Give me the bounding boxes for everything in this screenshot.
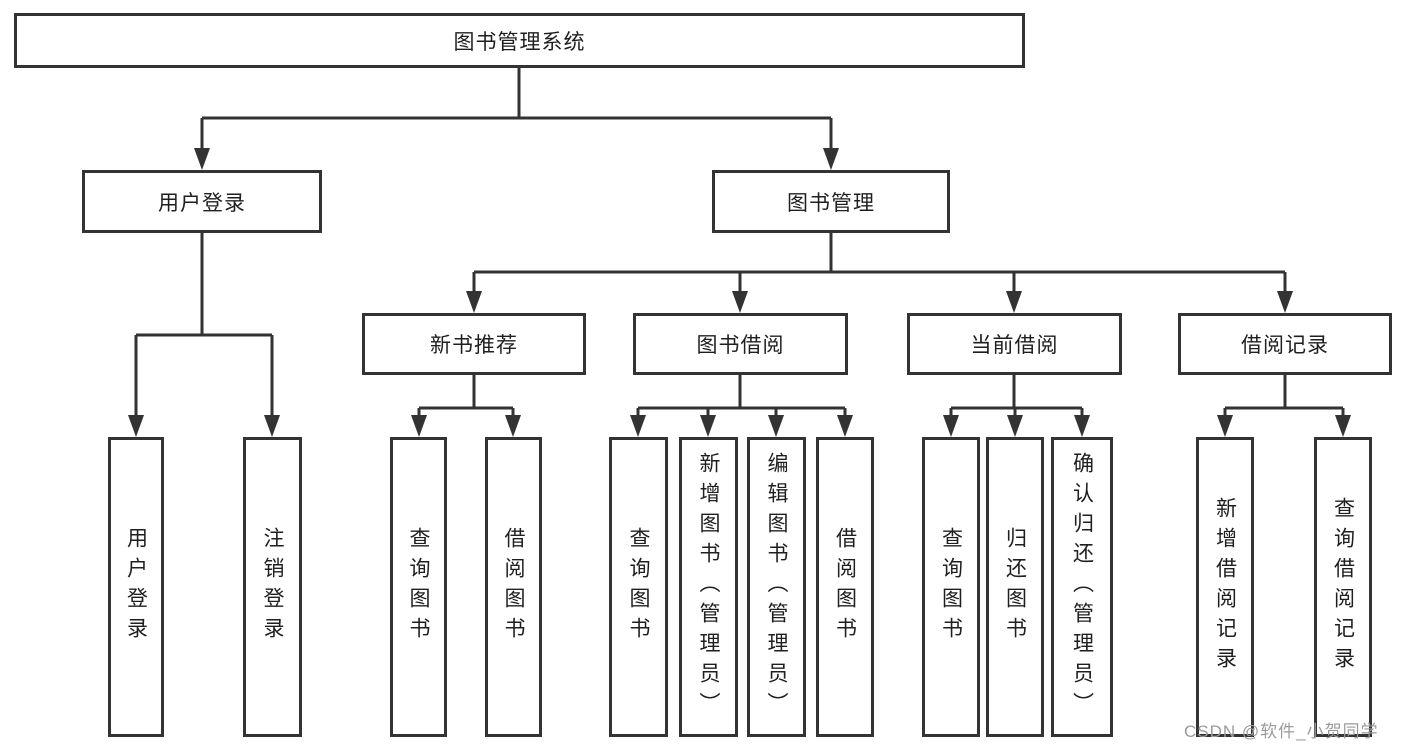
connector-user-login (128, 233, 280, 437)
node-label: 图书管理 (787, 191, 875, 215)
connector-new-book-recommend (411, 375, 521, 437)
connector-book-management (466, 233, 1293, 313)
node-label: 借阅图书 (833, 527, 857, 647)
node-confirm-return-admin: 确认归还（管理员） (1051, 437, 1113, 737)
node-borrow-books-recommend: 借阅图书 (485, 437, 542, 737)
node-label: 新增图书（管理员） (697, 452, 720, 722)
node-book-management-module: 图书管理 (712, 170, 950, 233)
node-label: 查询借阅记录 (1331, 497, 1355, 677)
node-label: 借阅图书 (502, 527, 525, 647)
node-query-borrow-record: 查询借阅记录 (1314, 437, 1372, 737)
node-borrowing-records: 借阅记录 (1178, 313, 1392, 375)
connector-root (194, 68, 839, 170)
node-label: 用户登录 (124, 527, 148, 647)
node-book-borrowing: 图书借阅 (633, 313, 848, 375)
node-add-books-admin: 新增图书（管理员） (679, 437, 738, 737)
node-query-books-borrow: 查询图书 (609, 437, 668, 737)
node-label: 归还图书 (1003, 527, 1027, 647)
node-return-books: 归还图书 (986, 437, 1044, 737)
node-library-management-system: 图书管理系统 (14, 13, 1025, 68)
node-query-books-current: 查询图书 (922, 437, 980, 737)
node-label: 新书推荐 (430, 334, 518, 357)
node-label: 查询图书 (407, 527, 430, 647)
node-logout-action: 注销登录 (243, 437, 302, 737)
node-query-books-recommend: 查询图书 (390, 437, 447, 737)
node-label: 注销登录 (261, 527, 284, 647)
node-user-login-module: 用户登录 (82, 170, 322, 233)
connector-book-borrowing (630, 375, 853, 437)
node-label: 图书管理系统 (453, 30, 586, 54)
node-label: 查询图书 (939, 527, 963, 647)
node-borrow-books-action: 借阅图书 (816, 437, 874, 737)
node-label: 编辑图书（管理员） (765, 452, 788, 722)
node-edit-books-admin: 编辑图书（管理员） (747, 437, 806, 737)
connector-current-borrowing (943, 375, 1090, 437)
node-label: 用户登录 (158, 191, 246, 215)
node-label: 借阅记录 (1241, 334, 1329, 357)
watermark: CSDN @软件_小贺同学 (1184, 722, 1379, 741)
node-label: 查询图书 (627, 527, 650, 647)
node-label: 新增借阅记录 (1213, 497, 1237, 677)
node-new-book-recommend: 新书推荐 (362, 313, 586, 375)
connector-borrowing-records (1217, 375, 1351, 437)
node-user-login-action: 用户登录 (108, 437, 164, 737)
node-label: 当前借阅 (970, 334, 1059, 357)
node-current-borrowing: 当前借阅 (907, 313, 1122, 375)
node-label: 确认归还（管理员） (1070, 452, 1094, 722)
node-add-borrow-record: 新增借阅记录 (1196, 437, 1254, 737)
node-label: 图书借阅 (696, 334, 785, 357)
